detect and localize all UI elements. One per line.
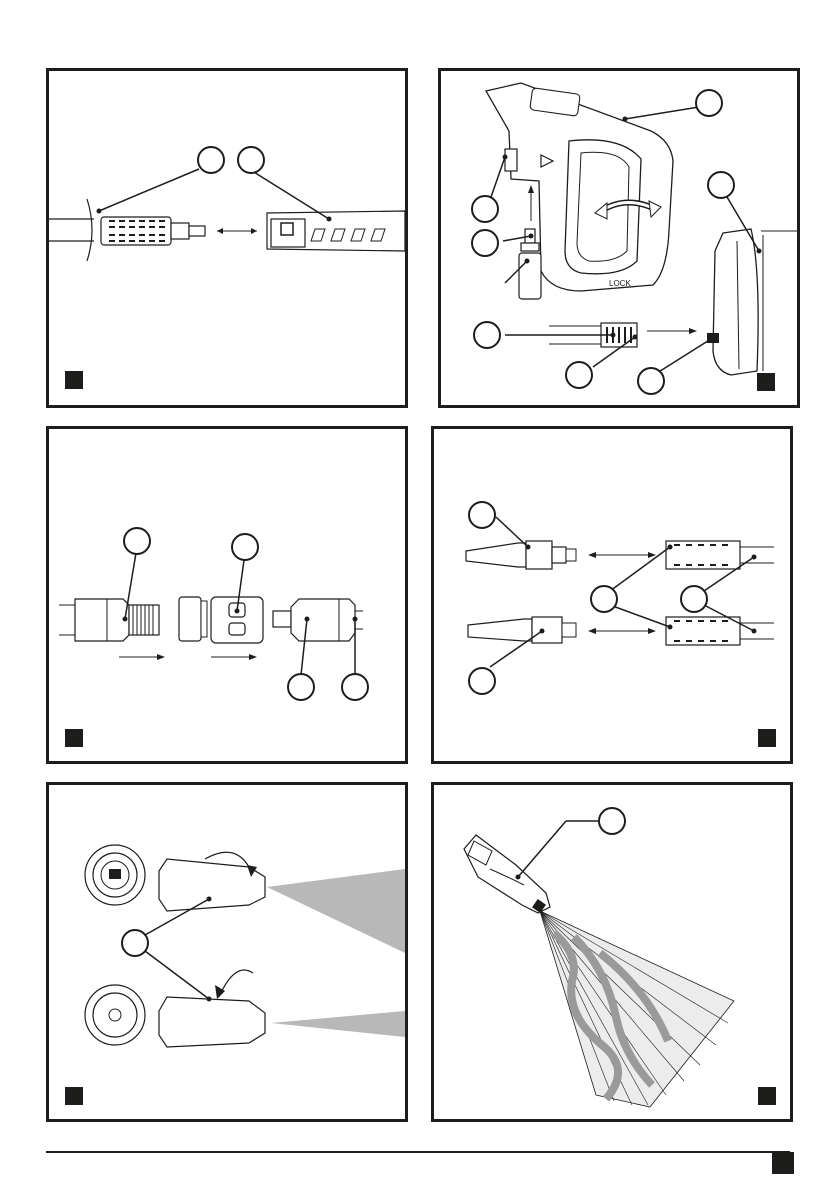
- figure-panel-2: LOCK: [438, 68, 800, 408]
- callout-circle: [341, 673, 369, 701]
- figure-number-marker: [65, 729, 83, 747]
- nozzle-rotation-illustration: [49, 785, 405, 1119]
- callout-circle: [680, 585, 708, 613]
- figure-number-marker: [65, 371, 83, 389]
- callout-circle: [473, 321, 501, 349]
- callout-circle: [287, 673, 315, 701]
- callout-circle: [598, 807, 626, 835]
- callout-circle: [471, 195, 499, 223]
- callout-circle: [121, 929, 149, 957]
- spray-gun-connector-illustration: [49, 71, 405, 405]
- callout-circle: [565, 361, 593, 389]
- figure-panel-6: [431, 782, 793, 1122]
- callout-circle: [231, 533, 259, 561]
- page-number-marker: [772, 1152, 794, 1174]
- lock-label: LOCK: [609, 279, 631, 288]
- figure-number-marker: [757, 373, 775, 391]
- figure-panel-4: [431, 426, 793, 764]
- callout-circle: [695, 89, 723, 117]
- hose-adapter-assembly-illustration: [49, 429, 405, 761]
- footer-rule: [46, 1151, 790, 1153]
- callout-circle: [707, 171, 735, 199]
- callout-circle: [590, 585, 618, 613]
- figure-number-marker: [758, 1087, 776, 1105]
- callout-circle: [637, 367, 665, 395]
- callout-circle: [123, 527, 151, 555]
- figure-panel-1: [46, 68, 408, 408]
- callout-circle: [468, 501, 496, 529]
- callout-circle: [468, 667, 496, 695]
- callout-circle: [197, 146, 225, 174]
- figure-panel-5: [46, 782, 408, 1122]
- spiral-spray-illustration: [434, 785, 790, 1119]
- callout-circle: [237, 146, 265, 174]
- callout-circle: [471, 229, 499, 257]
- figure-number-marker: [65, 1087, 83, 1105]
- figure-number-marker: [758, 729, 776, 747]
- figure-panel-3: [46, 426, 408, 764]
